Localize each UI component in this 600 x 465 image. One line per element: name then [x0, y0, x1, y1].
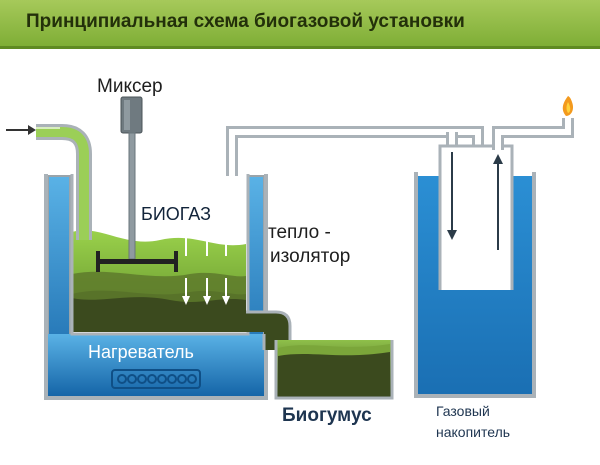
biogas-rising-arrows [182, 183, 232, 305]
biogas-label: БИОГАЗ [141, 204, 211, 224]
insulator-label-line1: тепло - [268, 222, 331, 243]
title-bar: Принципиальная схема биогазовой установк… [0, 0, 600, 49]
page-title: Принципиальная схема биогазовой установк… [26, 11, 465, 32]
gas-holder-label-line2: накопитель [436, 424, 511, 440]
biohumus-container [274, 340, 394, 400]
insulator-label-line2: изолятор [270, 246, 351, 267]
heater-label: Нагреватель [88, 342, 194, 362]
mixer-label: Миксер [97, 76, 163, 97]
biohumus-label: Биогумус [282, 405, 372, 426]
gas-holder [414, 144, 536, 398]
flame-icon [562, 96, 574, 116]
digester-tank [44, 174, 268, 400]
mixer [96, 96, 178, 272]
heater-coil [111, 369, 201, 389]
digester-chamber [70, 174, 250, 336]
gas-outlet-pipe [492, 118, 574, 150]
gas-holder-label-line1: Газовый [436, 403, 490, 419]
inlet-pipe [36, 124, 92, 240]
inlet-arrow-icon [6, 125, 36, 135]
